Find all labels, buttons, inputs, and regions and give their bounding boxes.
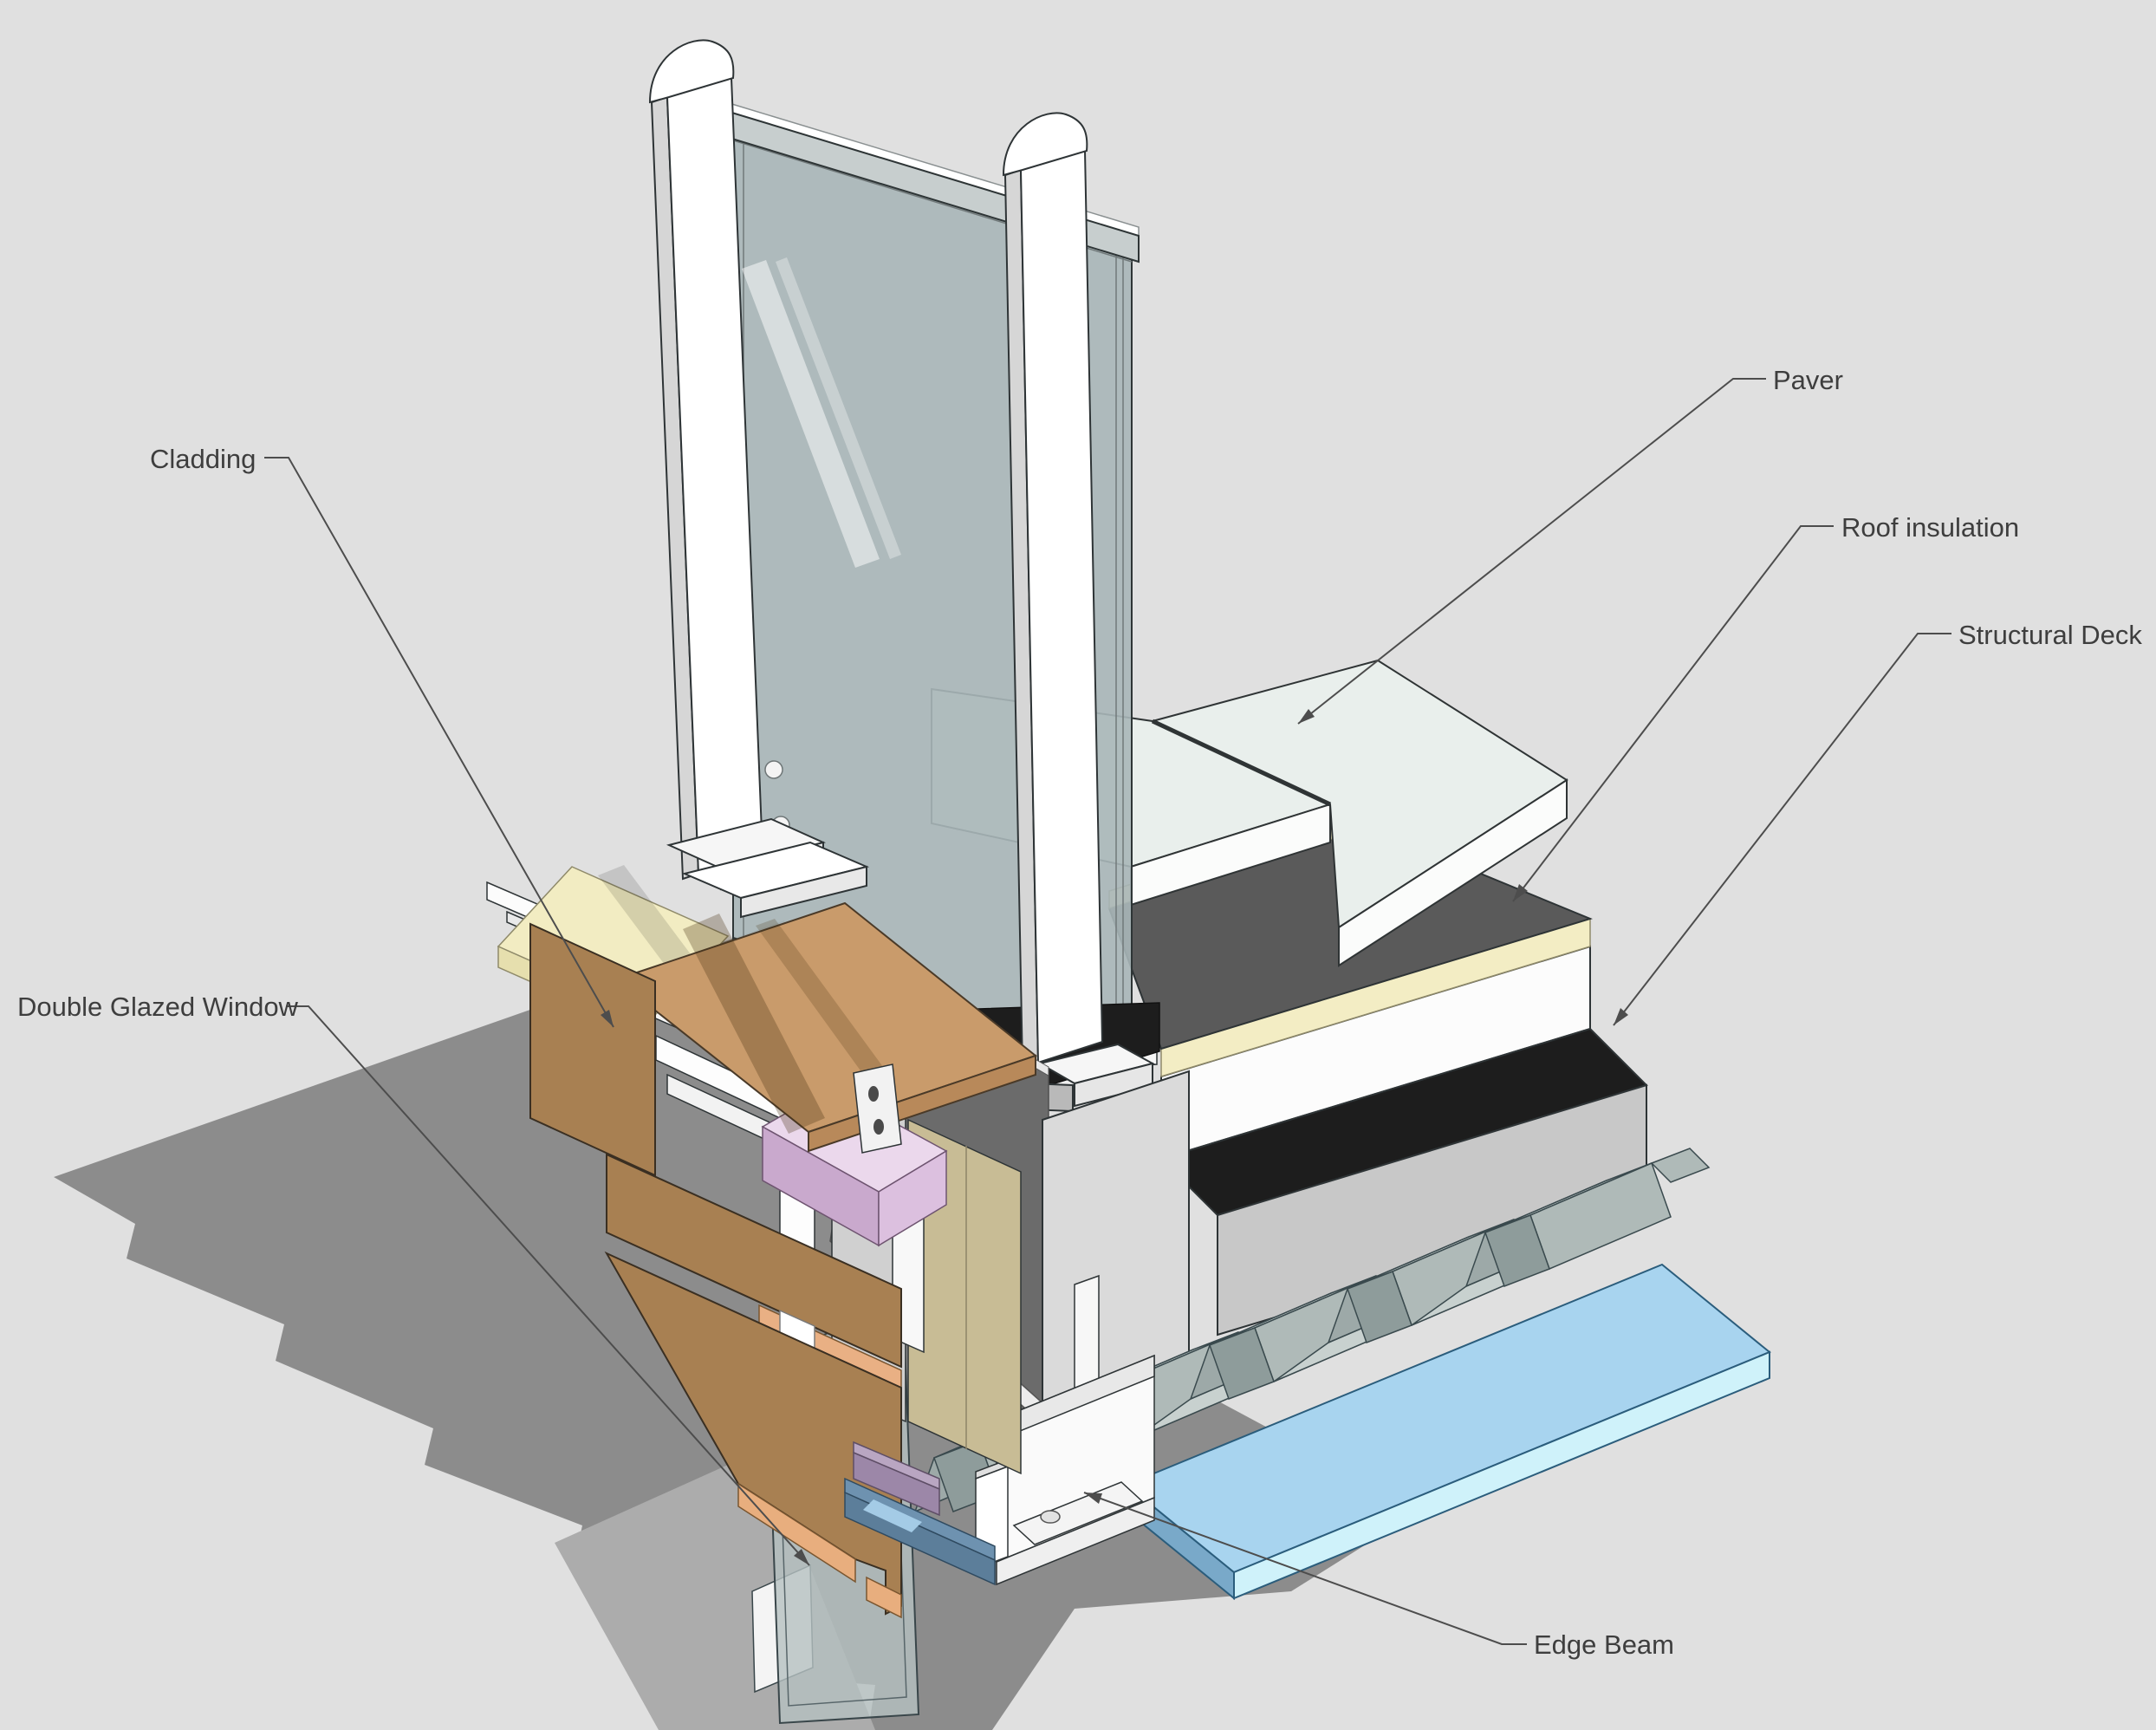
label-cladding: Cladding (150, 444, 256, 474)
paver-joint (1151, 719, 1332, 807)
leader-roof-insulation-line (1512, 525, 1834, 902)
leader-paver-arrow (1298, 709, 1315, 724)
cladding-panel-upper (529, 922, 656, 1177)
label-edge-beam: Edge Beam (1534, 1629, 1674, 1660)
cladding-panel-mid (606, 1153, 902, 1369)
edge-beam (975, 1274, 1155, 1586)
leader-double-glazed-window-line (286, 1005, 810, 1566)
leader-edge-beam-line (1083, 1492, 1527, 1645)
leader-structural-deck-line (1613, 633, 1951, 1026)
deck-end-tip (1650, 1148, 1711, 1183)
cladding-tab-orange (866, 1576, 902, 1619)
leader-edge-beam (1083, 1492, 1527, 1645)
cream-board-shade (598, 865, 693, 968)
annotation-texts: Cladding Paver Roof insulation Structura… (17, 365, 2142, 1660)
leader-paver (1297, 378, 1766, 725)
cladding-assembly (529, 901, 1038, 1619)
leader-roof-insulation-arrow (1513, 884, 1528, 901)
coping-shadow-2 (756, 919, 893, 1089)
coping-shadow-1 (683, 914, 825, 1134)
edge-beam-gusset (1012, 1481, 1144, 1545)
balustrade-post-left (648, 39, 870, 919)
bracket-plate (853, 1063, 902, 1154)
label-double-glazed-window: Double Glazed Window (17, 992, 299, 1022)
leader-double-glazed-window-arrow (794, 1549, 809, 1565)
bracket-hole-2 (873, 1119, 884, 1135)
label-paver: Paver (1773, 365, 1843, 395)
balustrade-post-right (1002, 112, 1155, 1113)
glass-standoff-1 (764, 760, 783, 779)
soffit-board-edge (1233, 1350, 1770, 1600)
head-strip-mauve (853, 1451, 940, 1517)
leader-cladding-line (264, 457, 614, 1028)
deck-rib5-end (1484, 1214, 1550, 1287)
bracket-hole-1 (868, 1086, 879, 1102)
leader-edge-beam-arrow (1084, 1493, 1102, 1504)
sill-glass-highlight (863, 1499, 922, 1532)
edge-beam-bolt (1040, 1510, 1061, 1524)
structural-deck (913, 1148, 1711, 1513)
glass-reflection-1 (742, 260, 880, 568)
post-left-base2-front (740, 865, 867, 919)
label-roof-insulation: Roof insulation (1841, 512, 2019, 543)
leader-paver-line (1297, 378, 1766, 725)
leader-cladding-arrow (601, 1010, 614, 1027)
leader-roof-insulation (1512, 525, 1834, 902)
post-right-cap (1002, 112, 1088, 177)
post-left-cap (648, 39, 735, 104)
annotations: Cladding Paver Roof insulation Structura… (17, 365, 2142, 1660)
cladding-soffit-orange (737, 1482, 856, 1584)
edge-beam-bottom-flange (996, 1496, 1155, 1586)
paver-right-edge (1338, 778, 1568, 967)
leader-cladding (264, 457, 614, 1028)
leader-double-glazed-window (286, 1005, 810, 1566)
leader-structural-deck (1613, 633, 1951, 1026)
pink-insulation-front (878, 1149, 947, 1247)
glass-reflection-2 (776, 257, 901, 559)
label-structural-deck: Structural Deck (1958, 620, 2142, 650)
leader-structural-deck-arrow (1614, 1008, 1628, 1025)
